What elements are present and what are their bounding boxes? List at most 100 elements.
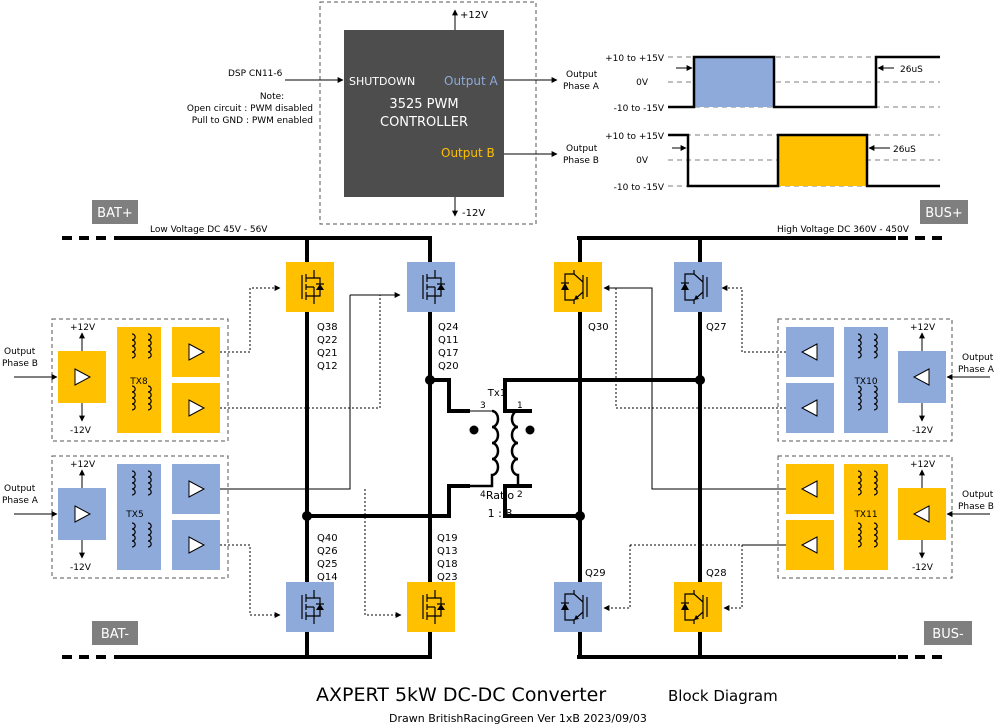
rb-vpos: +12V (910, 460, 936, 470)
waveform-b (668, 133, 940, 188)
shutdown-pin-label: SHUTDOWN (349, 75, 415, 88)
q-bm-3: Q23 (437, 572, 458, 583)
tx-pin3: 3 (480, 401, 486, 411)
rt-vpos: +12V (910, 323, 936, 333)
wave-a-vhigh: +10 to +15V (605, 54, 665, 64)
controller-name-line2: CONTROLLER (380, 115, 468, 130)
note-title: Note: (260, 92, 284, 102)
lb-tx-label: TX5 (125, 510, 143, 520)
lt-vneg: -12V (70, 426, 92, 436)
wave-a-dead: 26uS (900, 65, 923, 75)
lt-in-2: Phase B (2, 359, 38, 369)
bat-pos-label: BAT+ (97, 206, 133, 221)
driver-box-left-bottom (51, 455, 229, 579)
q-tm-2: Q17 (438, 348, 459, 359)
rt-vneg: -12V (912, 426, 934, 436)
driver-box-right-bottom (777, 455, 953, 579)
tx-pin2: 2 (517, 490, 523, 500)
out-b-label-1: Output (566, 144, 598, 154)
lb-in-2: Phase A (2, 496, 39, 506)
lb-vpos: +12V (70, 460, 96, 470)
output-b-pin-label: Output B (441, 146, 495, 160)
q30-label: Q30 (588, 322, 609, 333)
rb-in-2: Phase B (958, 502, 994, 512)
q-tl-1: Q22 (317, 335, 338, 346)
lt-transformer-bg (117, 327, 161, 433)
q-bl-1: Q26 (317, 546, 338, 557)
out-a-label-2: Phase A (563, 82, 600, 92)
rb-transformer-bg (844, 464, 888, 570)
diagram-title-suffix: Block Diagram (668, 687, 778, 705)
q-tm-3: Q20 (438, 361, 459, 372)
pwm-controller-chip (344, 30, 504, 197)
q-tm-1: Q11 (438, 335, 459, 346)
q-bl-2: Q25 (317, 559, 338, 570)
rb-vneg: -12V (912, 563, 934, 573)
driver-box-right-top (777, 318, 953, 442)
rt-tx-label: TX10 (853, 377, 877, 387)
driver-box-left-top (51, 318, 229, 442)
wave-b-dead: 26uS (893, 145, 916, 155)
lt-tx-label: TX8 (129, 377, 148, 387)
mosfet-q-bl (286, 582, 334, 632)
output-a-pin-label: Output A (444, 74, 498, 88)
mosfet-q-tl (286, 262, 334, 312)
q29-label: Q29 (585, 568, 606, 579)
controller-name-line1: 3525 PWM (389, 97, 458, 112)
bat-pos-tag (92, 200, 138, 224)
controller-dashed-frame (319, 1, 537, 225)
diagram-title: AXPERT 5kW DC-DC Converter (316, 684, 606, 706)
q-tl-3: Q12 (317, 361, 338, 372)
waveform-a (668, 55, 940, 109)
out-b-label-2: Phase B (563, 156, 599, 166)
lt-vpos: +12V (70, 323, 96, 333)
q-bm-0: Q19 (437, 533, 458, 544)
wave-b-vlow: -10 to -15V (614, 183, 665, 193)
bus-pos-label: BUS+ (925, 206, 963, 221)
rt-in-2: Phase A (958, 365, 995, 375)
rb-tx-label: TX11 (853, 510, 877, 520)
ratio-value: 1 : 8 (488, 507, 513, 520)
diagram-credit: Drawn BritishRacingGreen Ver 1xB 2023/09… (389, 712, 647, 725)
controller-vneg-label: -12V (462, 208, 485, 219)
bat-neg-tag (92, 621, 138, 645)
mosfet-q-bm (407, 582, 455, 632)
lb-in-1: Output (4, 484, 36, 494)
tx1-label: Tx1 (487, 388, 506, 399)
q-bm-2: Q18 (437, 559, 458, 570)
tx-pin4: 4 (480, 490, 486, 500)
ratio-label: Ratio (486, 489, 515, 502)
bat-neg-label: BAT- (101, 627, 130, 642)
rb-in-1: Output (962, 490, 994, 500)
lb-vneg: -12V (70, 563, 92, 573)
tx-pin1: 1 (517, 401, 523, 411)
q-tl-2: Q21 (317, 348, 338, 359)
igbt-q30 (554, 262, 602, 312)
lt-in-1: Output (4, 347, 36, 357)
transformer-tx1 (469, 409, 535, 488)
high-voltage-label: High Voltage DC 360V - 450V (777, 225, 910, 235)
igbt-q27 (674, 262, 722, 312)
wave-a-vzero: 0V (636, 78, 649, 88)
rt-in-1: Output (962, 353, 994, 363)
q-tm-0: Q24 (438, 322, 459, 333)
controller-vpos-label: +12V (460, 10, 488, 21)
out-a-label-1: Output (566, 70, 598, 80)
bus-pos-tag (920, 200, 968, 224)
wave-b-vhigh: +10 to +15V (605, 132, 665, 142)
note-line-2: Pull to GND : PWM enabled (192, 116, 313, 126)
rt-transformer-bg (844, 327, 888, 433)
dsp-label: DSP CN11-6 (228, 69, 283, 79)
mosfet-q-tm (407, 262, 455, 312)
q28-label: Q28 (706, 568, 727, 579)
q-tl-0: Q38 (317, 322, 338, 333)
wave-a-vlow: -10 to -15V (614, 104, 665, 114)
power-wiring (302, 238, 705, 657)
bus-neg-tag (924, 621, 972, 645)
igbt-q28 (674, 582, 722, 632)
q-bl-3: Q14 (317, 572, 338, 583)
gate-wires (220, 285, 786, 618)
lb-transformer-bg (117, 464, 161, 570)
wave-b-vzero: 0V (636, 156, 649, 166)
